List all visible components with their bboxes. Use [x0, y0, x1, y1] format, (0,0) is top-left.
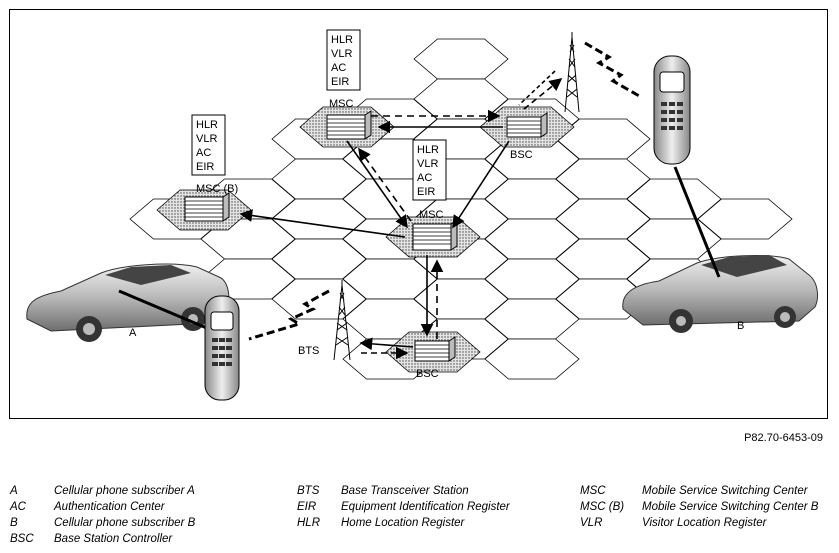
register-ac: AC	[331, 62, 346, 74]
register-vlr: VLR	[417, 158, 438, 170]
msc-b-rack-icon	[184, 192, 230, 222]
bsc-bottom-label: BSC	[416, 368, 439, 380]
register-hlr: HLR	[196, 119, 218, 131]
car-b-icon	[622, 255, 818, 333]
msc-top-rack-icon	[326, 110, 372, 140]
phone-b-icon	[653, 55, 691, 165]
legend-abbr: AC	[10, 501, 26, 513]
subscriber-a-label: A	[129, 327, 137, 339]
link-center-msc-top-dashed	[358, 147, 412, 222]
register-box-msc-b: HLR VLR AC EIR	[191, 114, 226, 176]
link-center-msc-b	[239, 209, 406, 238]
msc-center-rack-icon	[412, 219, 458, 251]
legend-desc: Base Transceiver Station	[341, 485, 469, 497]
signal-tower-phone-b	[584, 41, 642, 99]
legend-abbr: A	[10, 485, 18, 497]
switch-racks	[184, 110, 548, 362]
bsc-top-label: BSC	[510, 149, 533, 161]
legend-desc: Equipment Identification Register	[341, 501, 510, 513]
legend-abbr: BSC	[10, 533, 34, 545]
register-eir: EIR	[331, 76, 349, 88]
figure-id: P82.70-6453-09	[744, 432, 823, 444]
radio-tower-top-icon	[564, 32, 580, 113]
msc-center-label: MSC	[419, 209, 444, 221]
link-msc-top-center	[346, 140, 408, 229]
register-vlr: VLR	[196, 133, 217, 145]
link-bsc-top-center	[452, 140, 510, 229]
cable-phone-a-car	[118, 289, 210, 331]
legend-abbr: MSC (B)	[580, 501, 625, 513]
register-box-msc-center: HLR VLR AC EIR	[412, 139, 447, 201]
register-ac: AC	[196, 147, 211, 159]
connections	[239, 70, 563, 360]
register-box-msc-top: HLR VLR AC EIR	[326, 29, 361, 91]
cable-phone-b-car	[673, 166, 721, 278]
legend-desc: Home Location Register	[341, 517, 465, 529]
bts-label: BTS	[298, 345, 319, 357]
link-bsc-bts	[359, 337, 414, 351]
register-eir: EIR	[417, 186, 435, 198]
network-diagram: HLR VLR AC EIR HLR VLR AC EIR HLR VLR AC…	[26, 29, 818, 401]
register-boxes: HLR VLR AC EIR HLR VLR AC EIR HLR VLR AC…	[191, 29, 447, 201]
legend-desc: Authentication Center	[54, 501, 165, 513]
register-ac: AC	[417, 172, 432, 184]
register-hlr: HLR	[331, 34, 353, 46]
bsc-top-rack-icon	[506, 112, 548, 138]
legend-abbr: B	[10, 517, 18, 529]
legend-abbr: MSC	[580, 485, 606, 497]
phone-a-icon	[204, 295, 240, 401]
grid-cell	[484, 338, 580, 380]
car-a-icon	[26, 263, 230, 342]
legend-desc: Base Station Controller	[54, 533, 173, 545]
legend-abbr: EIR	[297, 501, 317, 513]
link-tower-bsc-top	[518, 70, 556, 106]
bsc-bottom-rack-icon	[414, 336, 456, 362]
legend-abbr: HLR	[297, 517, 321, 529]
legend-abbr: BTS	[297, 485, 320, 497]
grid-cell	[697, 198, 793, 240]
legend-desc: Mobile Service Switching Center B	[642, 501, 819, 513]
msc-b-label: MSC (B)	[196, 183, 238, 195]
register-vlr: VLR	[331, 48, 352, 60]
radio-signals	[248, 41, 642, 341]
register-hlr: HLR	[417, 144, 439, 156]
legend-abbr: VLR	[580, 517, 603, 529]
legend-desc: Cellular phone subscriber B	[54, 517, 196, 529]
legend-desc: Mobile Service Switching Center	[642, 485, 808, 497]
signal-bts-phone-a	[248, 289, 330, 341]
subscriber-b-label: B	[737, 320, 744, 332]
link-bsc-top-tower-dashed	[523, 77, 563, 110]
radio-tower-bts-icon	[333, 280, 351, 361]
legend-desc: Visitor Location Register	[642, 517, 767, 529]
msc-top-label: MSC	[329, 98, 354, 110]
grid-cell	[413, 38, 509, 80]
register-eir: EIR	[196, 161, 214, 173]
legend-desc: Cellular phone subscriber A	[54, 485, 195, 497]
